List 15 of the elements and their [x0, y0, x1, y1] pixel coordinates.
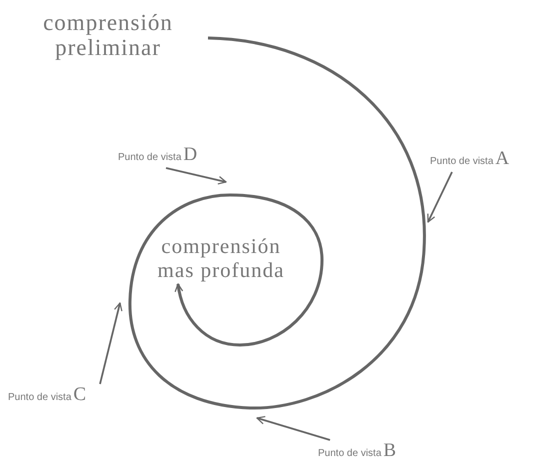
viewpoint-letter: D — [183, 144, 198, 166]
arrow — [427, 172, 453, 223]
viewpoint-label: Punto de vista — [318, 448, 382, 459]
viewpoint-label: Punto de vista — [430, 156, 494, 167]
viewpoint-letter: C — [73, 384, 86, 406]
viewpoint-label: Punto de vista — [8, 392, 72, 403]
stage-label: comprensión preliminar — [42, 10, 174, 60]
viewpoint-label: Punto de vista — [118, 152, 182, 163]
spiral-arrow — [128, 36, 426, 410]
arrow — [166, 167, 227, 185]
viewpoint-letter: A — [495, 148, 510, 170]
arrow — [99, 302, 122, 384]
stage-label: comprensión mas profunda — [156, 234, 286, 282]
arrow — [256, 416, 330, 441]
viewpoint-letter: B — [383, 440, 396, 462]
